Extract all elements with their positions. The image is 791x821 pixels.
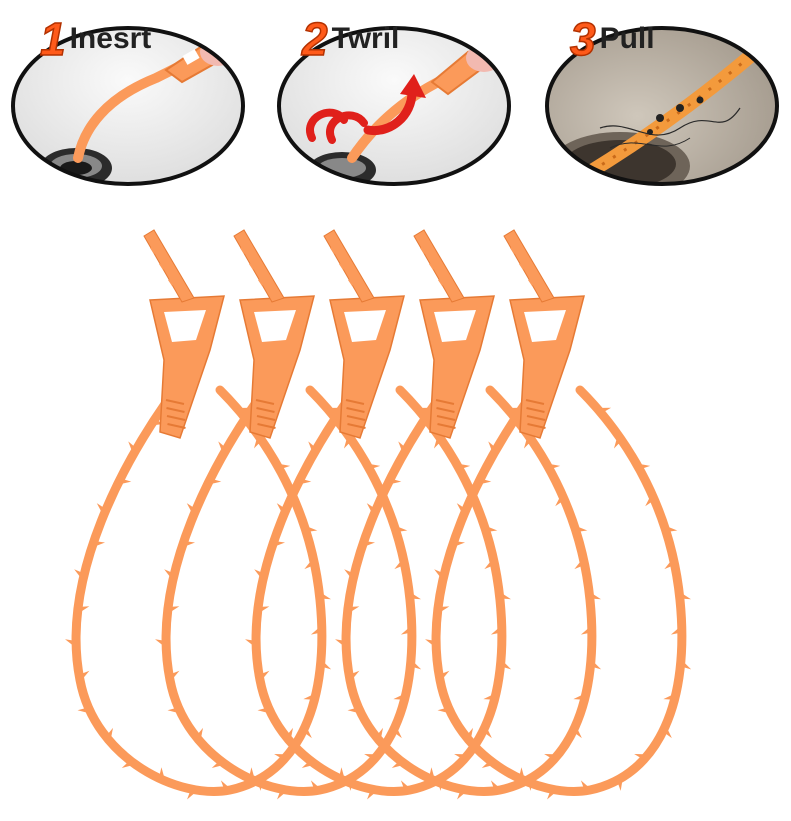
drain-snake-tool-icon xyxy=(425,229,692,800)
finger-icon xyxy=(200,38,236,66)
drain-snake-tool-icon xyxy=(245,229,512,800)
step-2-panel: 2 Twril xyxy=(272,8,516,188)
step-2-word: Twril xyxy=(331,22,400,55)
step-3-word: Pull xyxy=(599,22,655,55)
step-2-label: 2 Twril xyxy=(301,13,400,65)
step-3-label: 3 Pull xyxy=(569,13,655,65)
step-2-illustration xyxy=(277,26,511,186)
step-1-number: 1 xyxy=(39,13,66,65)
step-1-illustration xyxy=(11,26,245,186)
twist-arrow-icon xyxy=(306,74,426,144)
insert-drain-icon xyxy=(73,63,181,163)
step-3-panel: 3 Pull xyxy=(540,8,784,188)
step-1-label: 1 Inesrt xyxy=(39,13,152,65)
drain-snake-tools-group xyxy=(65,229,692,800)
step-3-illustration xyxy=(545,26,779,186)
step-2-number: 2 xyxy=(301,13,328,65)
step-1-word: Inesrt xyxy=(69,22,152,55)
pull-debris-icon xyxy=(573,41,767,184)
product-photo xyxy=(0,200,791,816)
step-3-number: 3 xyxy=(569,13,596,65)
drain-snake-tool-icon xyxy=(155,229,422,800)
step-1-panel: 1 Inesrt xyxy=(6,8,250,188)
steps-row: 1 Inesrt xyxy=(0,0,791,200)
